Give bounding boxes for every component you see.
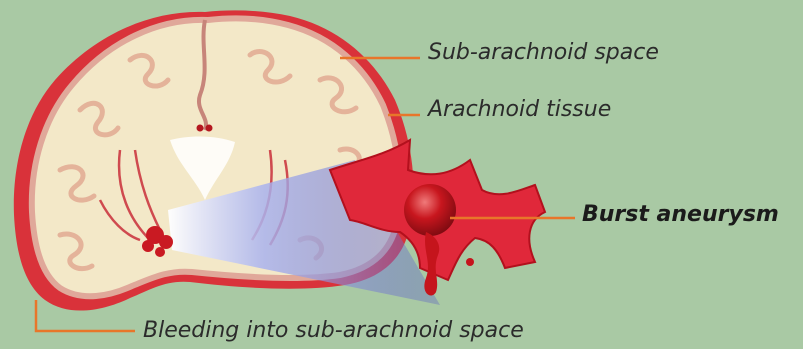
label-bleeding: Bleeding into sub-arachnoid space: [143, 318, 524, 343]
label-subarachnoid-space: Sub-arachnoid space: [428, 40, 659, 65]
label-burst-aneurysm: Burst aneurysm: [582, 202, 779, 227]
label-arachnoid-tissue: Arachnoid tissue: [428, 97, 611, 122]
aneurysm-sphere: [404, 184, 456, 236]
